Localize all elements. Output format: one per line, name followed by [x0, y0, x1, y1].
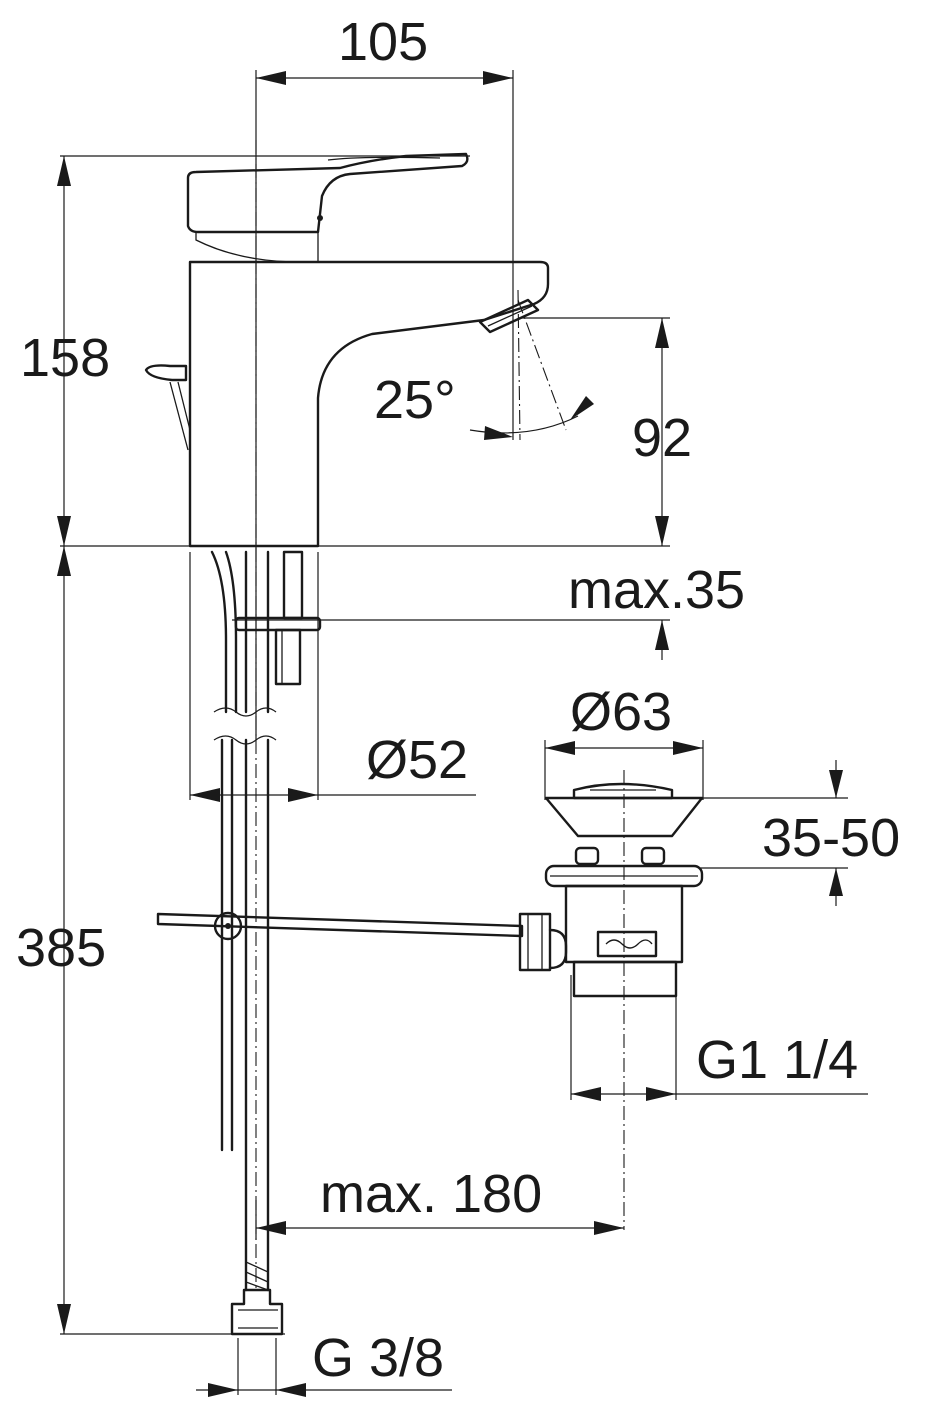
faucet-body	[144, 152, 550, 1336]
label-105: 105	[338, 12, 428, 72]
pop-up-knob	[144, 364, 188, 382]
label-35-50: 35-50	[762, 808, 900, 868]
lever-handle	[186, 152, 469, 234]
label-g1-1-4: G1 1/4	[696, 1030, 858, 1090]
spout	[188, 260, 550, 548]
label-25-degrees: 25°	[374, 370, 456, 430]
label-92: 92	[632, 408, 692, 468]
label-max-35: max.35	[568, 560, 745, 620]
label-diameter-52: Ø52	[366, 730, 468, 790]
pop-up-linkage	[156, 911, 552, 972]
label-g-3-8: G 3/8	[312, 1328, 444, 1388]
label-158: 158	[20, 328, 110, 388]
centre-lines	[255, 140, 625, 1290]
aerator	[478, 298, 540, 334]
hose-nut	[230, 1288, 284, 1336]
label-385: 385	[16, 918, 106, 978]
dimension-lines	[57, 71, 868, 1397]
overflow-slot	[596, 930, 658, 958]
label-diameter-63: Ø63	[570, 682, 672, 742]
label-max-180: max. 180	[320, 1164, 542, 1224]
dimension-labels: 105 158 25° 92 max.35 Ø63 Ø52 35-50 385 …	[16, 12, 900, 1388]
